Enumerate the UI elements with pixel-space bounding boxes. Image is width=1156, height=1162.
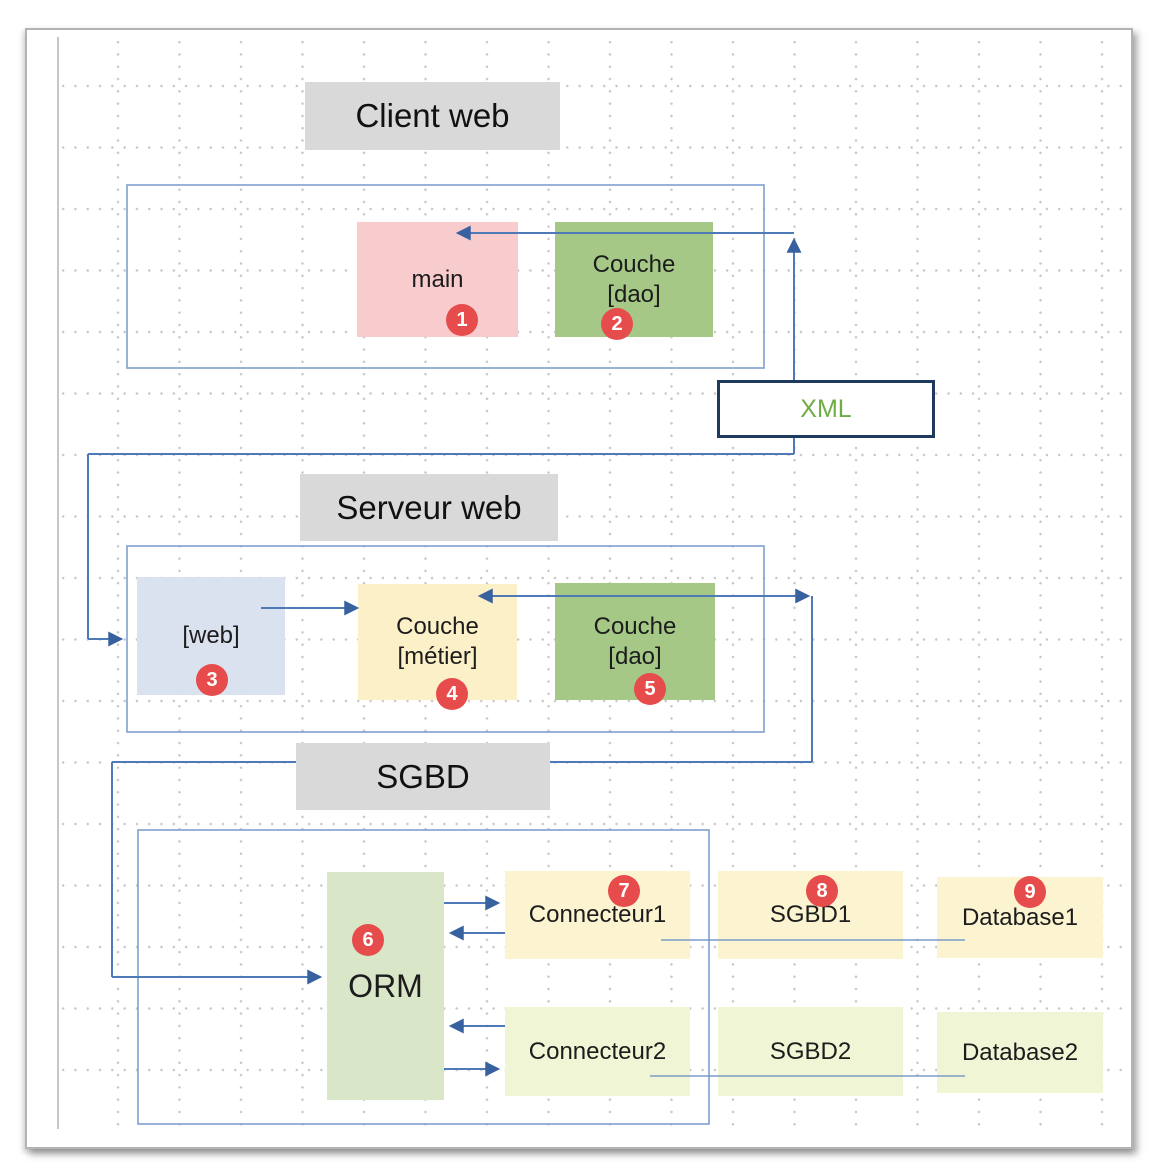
node-couche-dao-client: Couche [dao] xyxy=(555,222,713,337)
node-sgbd2: SGBD2 xyxy=(718,1007,903,1096)
node-database2: Database2 xyxy=(937,1012,1103,1093)
title-sgbd: SGBD xyxy=(296,743,550,810)
node-label: SGBD2 xyxy=(769,1037,852,1065)
title-client-web: Client web xyxy=(305,82,560,150)
node-connecteur2: Connecteur2 xyxy=(505,1007,690,1096)
badge-3: 3 xyxy=(196,664,228,696)
node-label: SGBD1 xyxy=(769,901,852,928)
node-label: Database1 xyxy=(961,903,1079,931)
badge-5: 5 xyxy=(634,673,666,705)
title-serveur-web: Serveur web xyxy=(300,474,558,541)
badge-2: 2 xyxy=(601,308,633,340)
node-label: Couche xyxy=(396,613,479,640)
node-connecteur1: Connecteur1 xyxy=(505,871,690,959)
node-label: Couche xyxy=(593,612,677,640)
node-orm: ORM xyxy=(327,872,444,1100)
xml-edge-label: XML xyxy=(717,380,935,438)
node-label: Connecteur2 xyxy=(528,1037,667,1065)
node-main-label: main xyxy=(411,265,464,293)
node-label: Connecteur1 xyxy=(528,901,667,928)
node-label: [métier] xyxy=(397,643,478,670)
node-label: [dao] xyxy=(608,642,662,670)
badge-8: 8 xyxy=(806,875,838,907)
node-main: main xyxy=(357,222,518,337)
node-label: [dao] xyxy=(607,280,661,308)
node-label: Couche xyxy=(592,250,676,278)
badge-7: 7 xyxy=(608,875,640,907)
node-label: Database2 xyxy=(961,1038,1079,1066)
node-label: ORM xyxy=(348,968,423,1004)
node-label: [web] xyxy=(182,622,240,649)
badge-9: 9 xyxy=(1014,876,1046,908)
badge-4: 4 xyxy=(436,678,468,710)
badge-1: 1 xyxy=(446,304,478,336)
canvas-edge-line xyxy=(57,37,59,1129)
node-couche-metier: Couche [métier] xyxy=(358,584,517,700)
badge-6: 6 xyxy=(352,924,384,956)
